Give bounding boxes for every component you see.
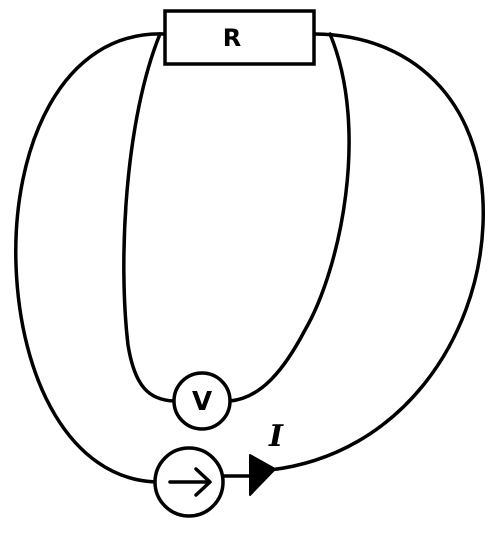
inner-wire-left	[122, 32, 176, 403]
outer-wire-right	[268, 32, 485, 472]
inner-wire-right	[228, 32, 351, 403]
current-label: I	[268, 419, 284, 454]
current-arrowhead	[249, 454, 276, 496]
voltmeter: V	[172, 371, 232, 431]
outer-wire-left	[14, 32, 167, 484]
current-source	[153, 446, 225, 518]
current-source-arrow-icon	[168, 467, 212, 497]
resistor-box	[163, 9, 316, 66]
resistor: R	[163, 9, 316, 66]
voltmeter-label: V	[192, 387, 212, 417]
resistor-label: R	[223, 24, 241, 52]
voltmeter-circle	[172, 371, 232, 431]
